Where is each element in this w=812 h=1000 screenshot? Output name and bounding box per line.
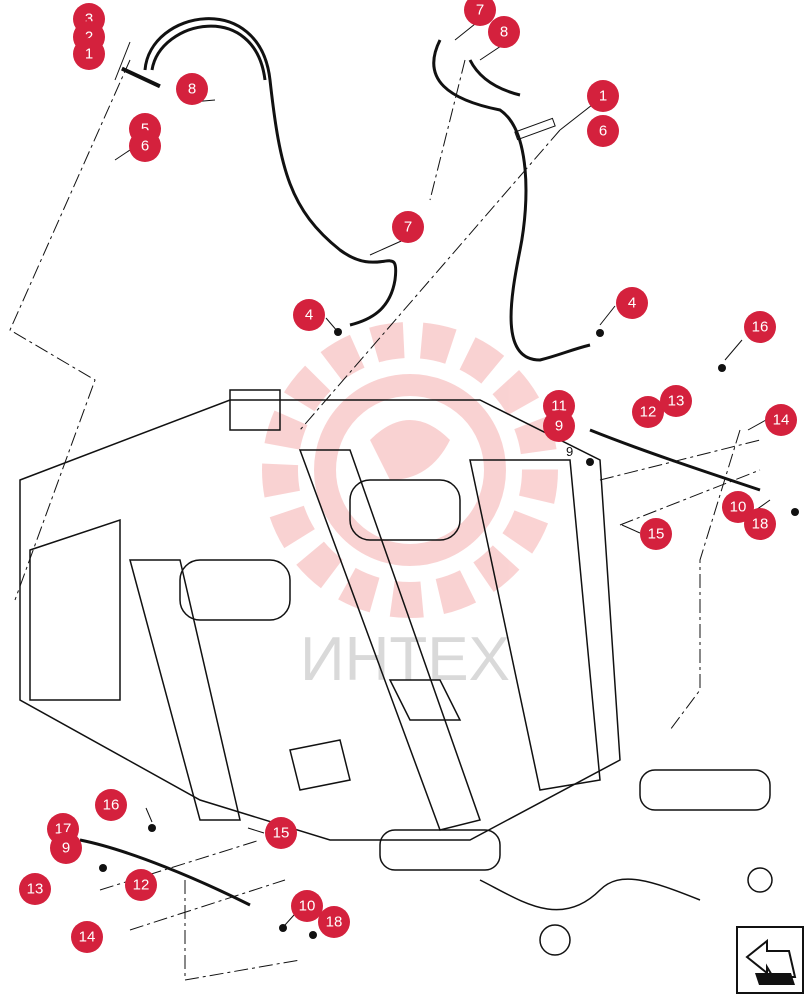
callout-6-right: 6	[587, 115, 619, 147]
callout-8-top: 8	[488, 16, 520, 48]
svg-text:6: 6	[599, 123, 607, 140]
svg-text:11: 11	[551, 398, 567, 415]
svg-text:14: 14	[773, 412, 790, 429]
callout-7-top: 7	[464, 0, 496, 26]
callout-6-left: 6	[129, 130, 161, 162]
svg-text:12: 12	[133, 877, 150, 894]
callout-16-left: 16	[95, 789, 127, 821]
leader-lines	[9, 59, 761, 981]
svg-text:18: 18	[326, 914, 343, 931]
watermark-text: ИНТЕХ	[300, 625, 510, 694]
svg-text:12: 12	[640, 404, 657, 421]
callout-8-left: 8	[176, 73, 208, 105]
svg-text:10: 10	[299, 898, 316, 915]
callout-7-mid: 7	[392, 211, 424, 243]
watermark-gear-icon	[262, 322, 558, 618]
callout-14-left: 14	[71, 921, 103, 953]
svg-text:15: 15	[273, 825, 290, 842]
callout-leaders	[114, 19, 771, 926]
callout-12-right: 12	[632, 396, 664, 428]
plain-label-9: 9	[566, 444, 573, 459]
callout-4-right: 4	[616, 287, 648, 319]
svg-text:6: 6	[141, 138, 149, 155]
svg-text:14: 14	[79, 929, 96, 946]
callout-18-right: 18	[744, 508, 776, 540]
callout-13-left: 13	[19, 873, 51, 905]
svg-text:1: 1	[85, 46, 93, 63]
callout-15-left: 15	[265, 817, 297, 849]
callout-16-right: 16	[744, 311, 776, 343]
svg-text:7: 7	[476, 2, 484, 19]
fittings	[99, 66, 799, 939]
callout-1-top: 1	[73, 38, 105, 70]
callout-10-right: 10	[722, 491, 754, 523]
svg-text:18: 18	[752, 516, 769, 533]
callout-18-left: 18	[318, 906, 350, 938]
callout-13-right: 13	[660, 385, 692, 417]
svg-text:16: 16	[752, 319, 769, 336]
svg-text:8: 8	[500, 24, 508, 41]
svg-text:2: 2	[85, 29, 93, 46]
svg-text:5: 5	[141, 121, 149, 138]
svg-text:13: 13	[27, 881, 44, 898]
callout-15-right: 15	[640, 518, 672, 550]
svg-text:4: 4	[305, 307, 313, 324]
callouts: 3 2 1 8 5 6 7 8 1 6 7 4 4 16 11 9 12 13 …	[19, 0, 797, 953]
svg-text:15: 15	[648, 526, 665, 543]
arrow-box-icon[interactable]	[736, 926, 804, 994]
svg-text:7: 7	[404, 219, 412, 236]
svg-text:1: 1	[599, 88, 607, 105]
svg-text:9: 9	[62, 840, 70, 857]
hoses	[79, 17, 761, 907]
callout-9-left: 9	[50, 832, 82, 864]
callout-14-right: 14	[765, 404, 797, 436]
machine-frame	[19, 389, 773, 956]
svg-text:10: 10	[730, 499, 747, 516]
svg-text:3: 3	[85, 11, 93, 28]
callout-1-right: 1	[587, 80, 619, 112]
svg-text:13: 13	[668, 393, 685, 410]
callout-4-left: 4	[293, 299, 325, 331]
callout-12-left: 12	[125, 869, 157, 901]
svg-text:9: 9	[555, 418, 563, 435]
svg-text:8: 8	[188, 81, 196, 98]
callout-9-right: 9	[543, 410, 575, 442]
svg-text:4: 4	[628, 295, 636, 312]
svg-text:16: 16	[103, 797, 120, 814]
callout-10-left: 10	[291, 890, 323, 922]
